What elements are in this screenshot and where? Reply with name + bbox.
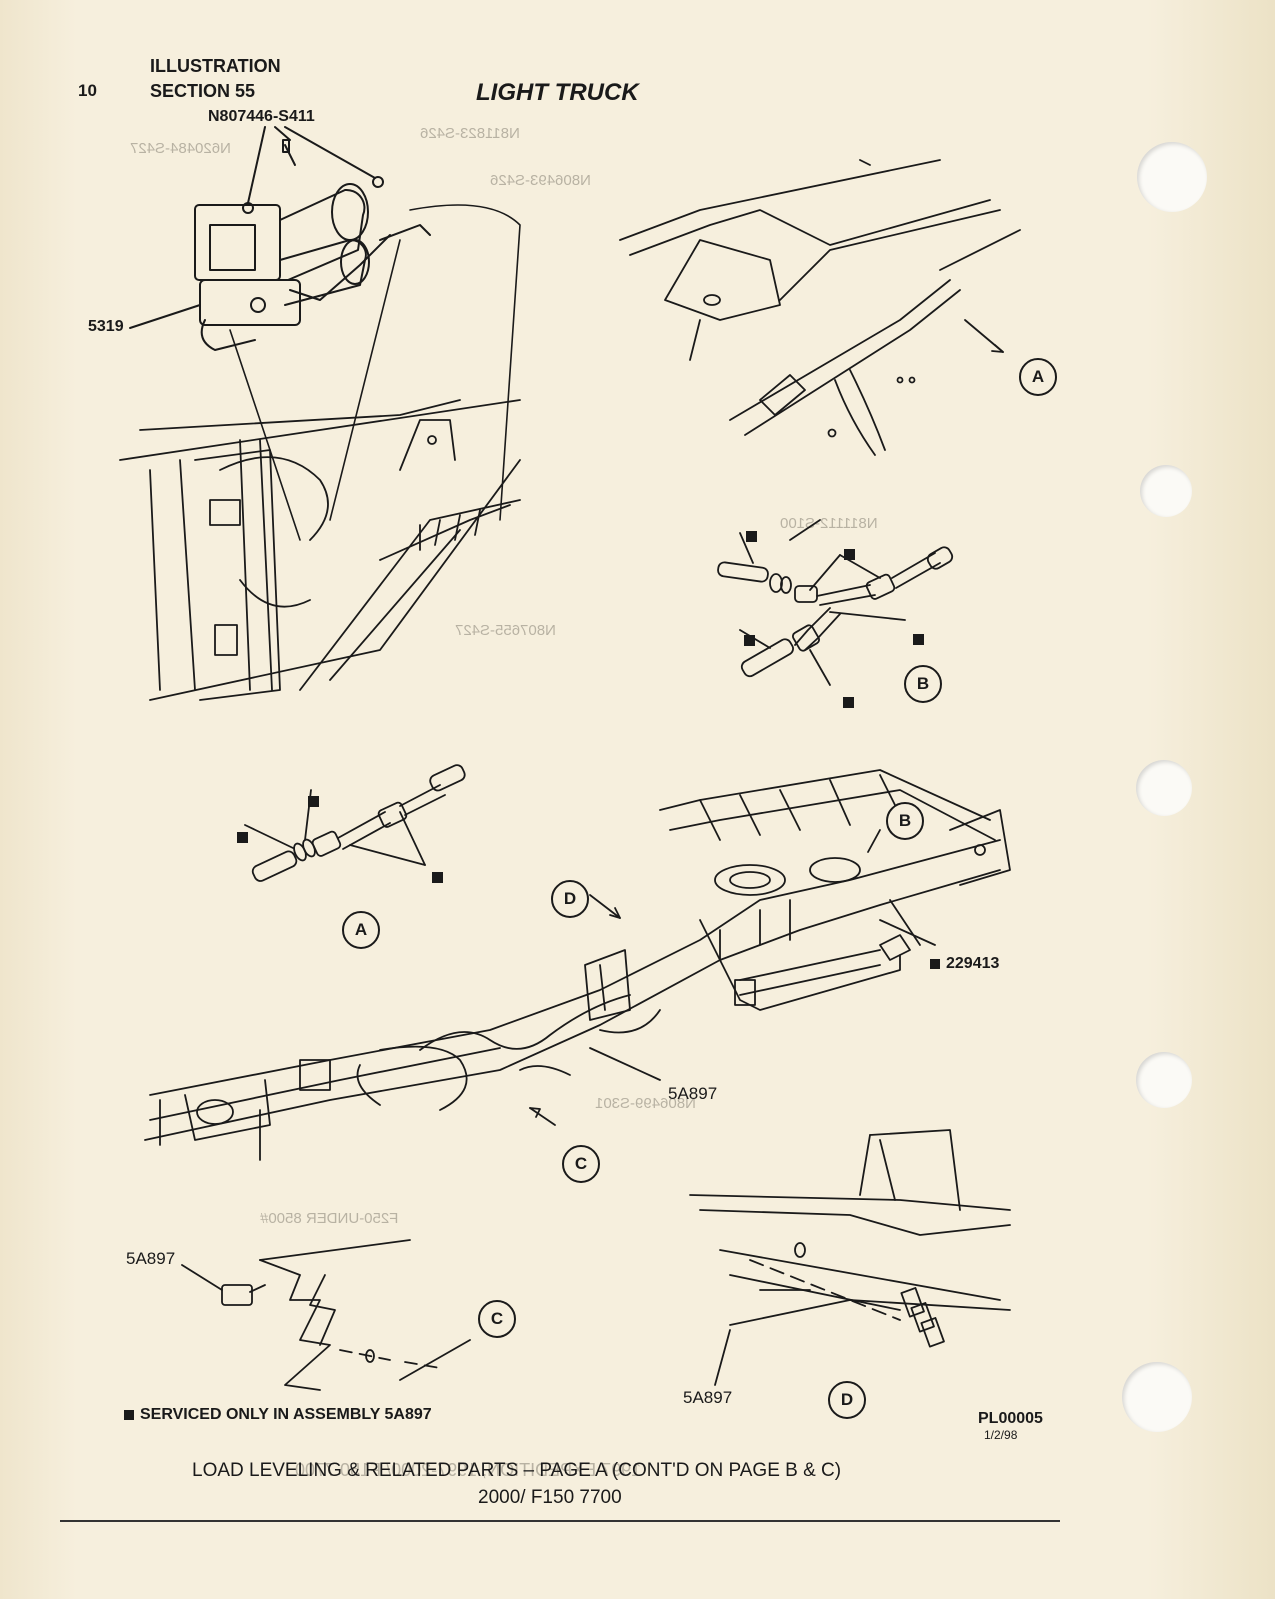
callout-5a897-d: 5A897 bbox=[683, 1388, 733, 1407]
callout-5a897-main: 5A897 bbox=[668, 1084, 718, 1103]
callout-229413: 229413 bbox=[930, 955, 999, 973]
binder-hole-3 bbox=[1136, 760, 1192, 816]
footer-rule bbox=[60, 1520, 1060, 1522]
serviced-square-icon bbox=[913, 634, 924, 645]
caption-line-2: 2000/ F150 7700 bbox=[478, 1487, 622, 1508]
serviced-square-icon bbox=[843, 697, 854, 708]
serviced-square-icon bbox=[432, 872, 443, 883]
binder-hole-1 bbox=[1137, 142, 1207, 212]
chassis-frame-view bbox=[144, 769, 1011, 1161]
view-a-fittings bbox=[244, 764, 466, 882]
view-label-b-top: B bbox=[904, 665, 942, 703]
serviced-square-icon bbox=[744, 635, 755, 646]
binder-hole-4 bbox=[1136, 1052, 1192, 1108]
callout-5a897-c: 5A897 bbox=[126, 1249, 176, 1268]
serviced-square-icon bbox=[124, 1409, 134, 1420]
callout-n807446-s411: N807446-S411 bbox=[208, 108, 315, 125]
serviced-legend: SERVICED ONLY IN ASSEMBLY 5A897 bbox=[124, 1406, 432, 1424]
callout-5319: 5319 bbox=[88, 318, 124, 335]
illustration-label: ILLUSTRATION bbox=[150, 56, 281, 76]
section-label: SECTION 55 bbox=[150, 81, 256, 101]
view-label-a-mid: A bbox=[342, 911, 380, 949]
view-b-fittings bbox=[717, 519, 954, 686]
figure-code: PL00005 bbox=[978, 1410, 1043, 1427]
serviced-square-icon bbox=[844, 549, 855, 560]
figure-date: 1/2/98 bbox=[984, 1428, 1018, 1442]
front-frame-view bbox=[119, 399, 521, 701]
view-label-d-detail: D bbox=[828, 1381, 866, 1419]
view-label-c-detail: C bbox=[478, 1300, 516, 1338]
serviced-square-icon bbox=[308, 796, 319, 807]
compressor-assembly bbox=[194, 139, 431, 351]
detail-d bbox=[689, 1129, 1011, 1386]
serviced-square-icon bbox=[930, 958, 940, 969]
view-a-top bbox=[619, 159, 1021, 456]
binder-hole-5 bbox=[1122, 1362, 1192, 1432]
detail-c bbox=[181, 1239, 471, 1391]
serviced-square-icon bbox=[237, 832, 248, 843]
view-label-c-frame: C bbox=[562, 1145, 600, 1183]
page-title: LIGHT TRUCK bbox=[476, 79, 639, 106]
view-label-b-frame: B bbox=[886, 802, 924, 840]
serviced-square-icon bbox=[746, 531, 757, 542]
view-label-a-top: A bbox=[1019, 358, 1057, 396]
view-label-d-frame: D bbox=[551, 880, 589, 918]
binder-hole-2 bbox=[1140, 465, 1192, 517]
caption-line-1: LOAD LEVELING & RELATED PARTS – PAGE A (… bbox=[192, 1460, 842, 1481]
page-number: 10 bbox=[78, 81, 97, 100]
